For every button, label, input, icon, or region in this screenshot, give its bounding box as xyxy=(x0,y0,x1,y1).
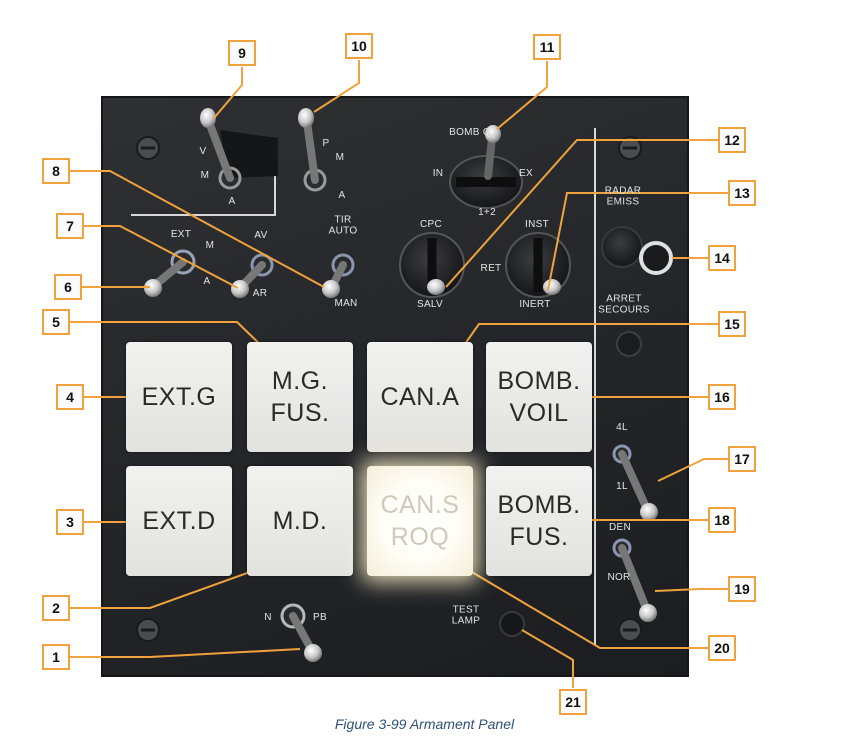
switch-label-den: DEN xyxy=(608,521,632,533)
lamp-text: VOIL xyxy=(509,399,569,427)
switch-label-ext: EXT xyxy=(170,228,192,240)
figure-caption: Figure 3-99 Armament Panel xyxy=(334,716,515,732)
switch-label-nor: NOR xyxy=(607,571,631,583)
callout-4: 4 xyxy=(56,384,84,410)
switch-label-1-plus-2: 1+2 xyxy=(478,206,496,218)
lamp-button-bomb-voil[interactable]: BOMB. VOIL xyxy=(486,342,592,452)
callout-16: 16 xyxy=(708,384,736,410)
lamp-text: EXT.D xyxy=(142,506,216,535)
lamp-text: FUS. xyxy=(270,399,330,427)
arret-secours-label: ARRET SECOURS xyxy=(598,293,650,315)
lamp-button-ext-g[interactable]: EXT.G xyxy=(126,342,232,452)
switch-label-m-right: M xyxy=(335,151,345,163)
switch-label-1l: 1L xyxy=(616,480,628,492)
callout-2: 2 xyxy=(42,595,70,621)
switch-label-a-left: A xyxy=(228,195,236,207)
lamp-text: M.G. xyxy=(271,366,329,395)
callout-19: 19 xyxy=(728,576,756,602)
callout-8: 8 xyxy=(42,158,70,184)
lamp-text: CAN.A xyxy=(380,382,460,411)
callout-1: 1 xyxy=(42,644,70,670)
lamp-text: ROQ xyxy=(390,523,450,551)
lamp-button-can-s-roq[interactable]: CAN.S ROQ xyxy=(367,466,473,576)
switch-label-in: IN xyxy=(432,167,444,179)
lamp-text: CAN.S xyxy=(380,490,460,519)
switch-label-n: N xyxy=(264,611,272,623)
lamp-button-md[interactable]: M.D. xyxy=(247,466,353,576)
switch-label-a-ext: A xyxy=(203,275,211,287)
callout-20: 20 xyxy=(708,635,736,661)
switch-label-v: V xyxy=(199,145,207,157)
switch-label-ret: RET xyxy=(480,262,502,274)
callout-12: 12 xyxy=(718,127,746,153)
lamp-text: EXT.G xyxy=(141,382,217,411)
switch-label-4l: 4L xyxy=(616,421,628,433)
switch-label-m-ext: M xyxy=(205,239,215,251)
switch-label-av: AV xyxy=(254,229,268,241)
radar-emiss-label: RADAR EMISS xyxy=(604,185,642,207)
switch-label-ar: AR xyxy=(252,287,268,299)
lamp-text: FUS. xyxy=(509,523,569,551)
lamp-text: M.D. xyxy=(272,506,328,535)
switch-label-ex: EX xyxy=(519,167,533,179)
switch-label-pb: PB xyxy=(313,611,327,623)
switch-label-cpc: CPC xyxy=(419,218,443,230)
switch-label-inst: INST xyxy=(525,218,549,230)
switch-label-a-right: A xyxy=(338,189,346,201)
callout-18: 18 xyxy=(708,507,736,533)
lamp-button-can-a[interactable]: CAN.A xyxy=(367,342,473,452)
callout-7: 7 xyxy=(56,213,84,239)
callout-10: 10 xyxy=(345,33,373,59)
lamp-button-ext-d[interactable]: EXT.D xyxy=(126,466,232,576)
switch-label-man: MAN xyxy=(334,297,358,309)
test-lamp-label: TEST LAMP xyxy=(451,604,481,626)
switch-label-bomb: BOMB Q xyxy=(449,126,491,138)
switch-label-tir-auto: TIR AUTO xyxy=(328,214,358,236)
switch-label-p: P xyxy=(322,137,330,149)
switch-label-inert: INERT xyxy=(519,298,551,310)
lamp-button-mg-fus[interactable]: M.G. FUS. xyxy=(247,342,353,452)
callout-3: 3 xyxy=(56,509,84,535)
lamp-text: BOMB. xyxy=(497,366,581,395)
callout-13: 13 xyxy=(728,180,756,206)
lamp-text: BOMB. xyxy=(497,490,581,519)
callout-9: 9 xyxy=(228,40,256,66)
callout-11: 11 xyxy=(533,34,561,60)
callout-14: 14 xyxy=(708,245,736,271)
callout-21: 21 xyxy=(559,689,587,715)
callout-5: 5 xyxy=(42,309,70,335)
switch-label-salv: SALV xyxy=(416,298,444,310)
callout-6: 6 xyxy=(54,274,82,300)
callout-17: 17 xyxy=(728,446,756,472)
lamp-button-bomb-fus[interactable]: BOMB. FUS. xyxy=(486,466,592,576)
switch-label-m-left: M xyxy=(200,169,210,181)
callout-15: 15 xyxy=(718,311,746,337)
